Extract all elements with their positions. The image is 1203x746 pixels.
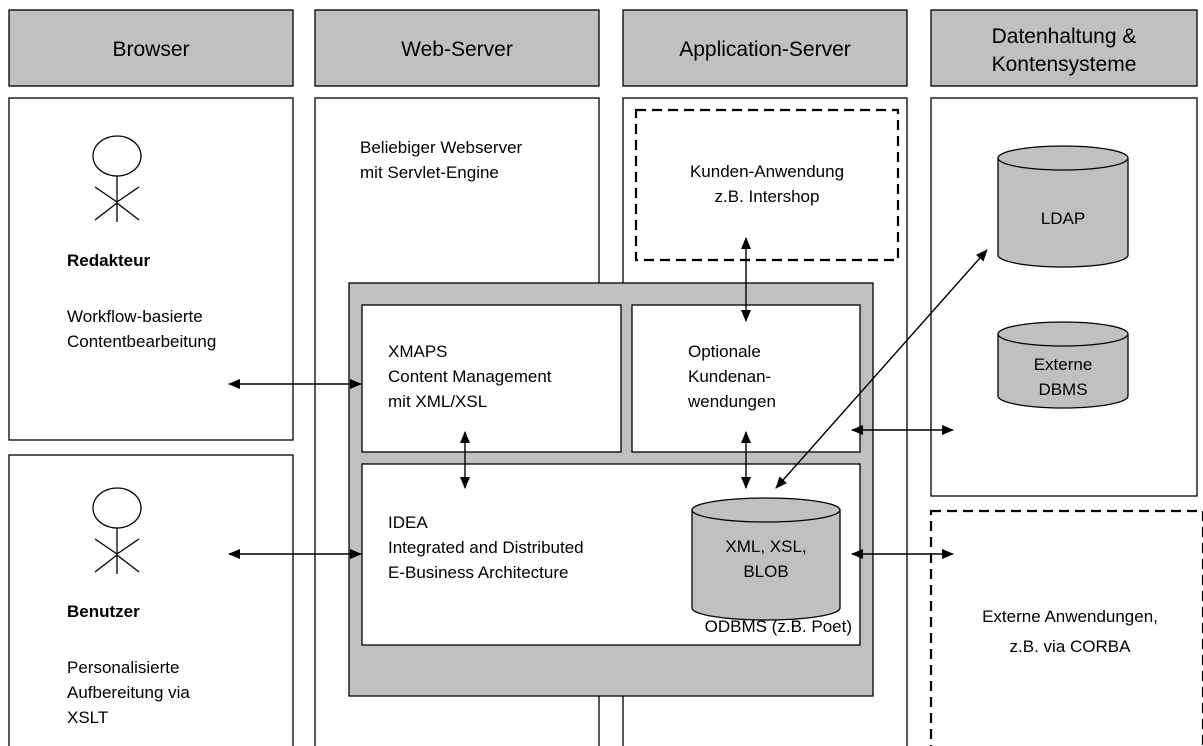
odbms-label: ODBMS (z.B. Poet): [705, 617, 852, 636]
idea-line3: E-Business Architecture: [388, 563, 568, 582]
xmaps-line1: XMAPS: [388, 342, 448, 361]
benutzer-desc-line2: Aufbereitung via: [67, 683, 190, 702]
header-data-line1: Datenhaltung &: [992, 25, 1137, 48]
kunden-anwendung-box: [634, 108, 900, 262]
xmaps-box: [361, 304, 622, 453]
optionale-line1: Optionale: [688, 342, 761, 361]
arrow-odbms-ldap: [775, 249, 988, 489]
header-webserver: Web-Server: [314, 9, 600, 87]
header-browser-label: Browser: [112, 38, 189, 61]
optionale-line2: Kundenan-: [688, 367, 771, 386]
kunden-anwendung-line2: z.B. Intershop: [715, 187, 820, 206]
benutzer-title: Benutzer: [67, 602, 140, 621]
optionale-line3: wendungen: [687, 392, 776, 411]
xmaps-line3: mit XML/XSL: [388, 392, 487, 411]
kunden-anwendung-line1: Kunden-Anwendung: [690, 162, 844, 181]
odbms-database-icon: [691, 497, 841, 621]
header-appserver-label: Application-Server: [679, 38, 851, 61]
externe-dbms-database-icon: [997, 321, 1129, 409]
benutzer-desc-line3: XSLT: [67, 708, 108, 727]
webserver-line1: Beliebiger Webserver: [360, 138, 523, 157]
externe-dbms-line1: Externe: [1034, 355, 1093, 374]
header-datenhaltung: Datenhaltung & Kontensysteme: [930, 9, 1198, 87]
benutzer-desc-line1: Personalisierte: [67, 658, 179, 677]
idea-line1: IDEA: [388, 513, 428, 532]
externe-anwendungen-line2: z.B. via CORBA: [1010, 637, 1132, 656]
webserver-line2: mit Servlet-Engine: [360, 163, 499, 182]
idea-line2: Integrated and Distributed: [388, 538, 584, 557]
externe-dbms-line2: DBMS: [1038, 380, 1087, 399]
redakteur-actor-icon: [92, 135, 142, 222]
redakteur-desc-line1: Workflow-basierte: [67, 307, 203, 326]
redakteur-panel: [8, 97, 294, 441]
xmaps-line2: Content Management: [388, 367, 552, 386]
benutzer-panel: [8, 454, 294, 746]
header-webserver-label: Web-Server: [401, 38, 513, 61]
header-appserver: Application-Server: [622, 9, 908, 87]
externe-anwendungen-box: [929, 509, 1203, 746]
redakteur-desc-line2: Contentbearbeitung: [67, 332, 216, 351]
redakteur-title: Redakteur: [67, 251, 151, 270]
ldap-label: LDAP: [1041, 209, 1085, 228]
ldap-database-icon: [997, 145, 1129, 268]
odbms-db-line1: XML, XSL,: [725, 537, 806, 556]
externe-anwendungen-line1: Externe Anwendungen,: [982, 607, 1158, 626]
header-browser: Browser: [8, 9, 294, 87]
header-data-line2: Kontensysteme: [992, 53, 1137, 76]
odbms-db-line2: BLOB: [743, 562, 788, 581]
benutzer-actor-icon: [92, 487, 142, 574]
